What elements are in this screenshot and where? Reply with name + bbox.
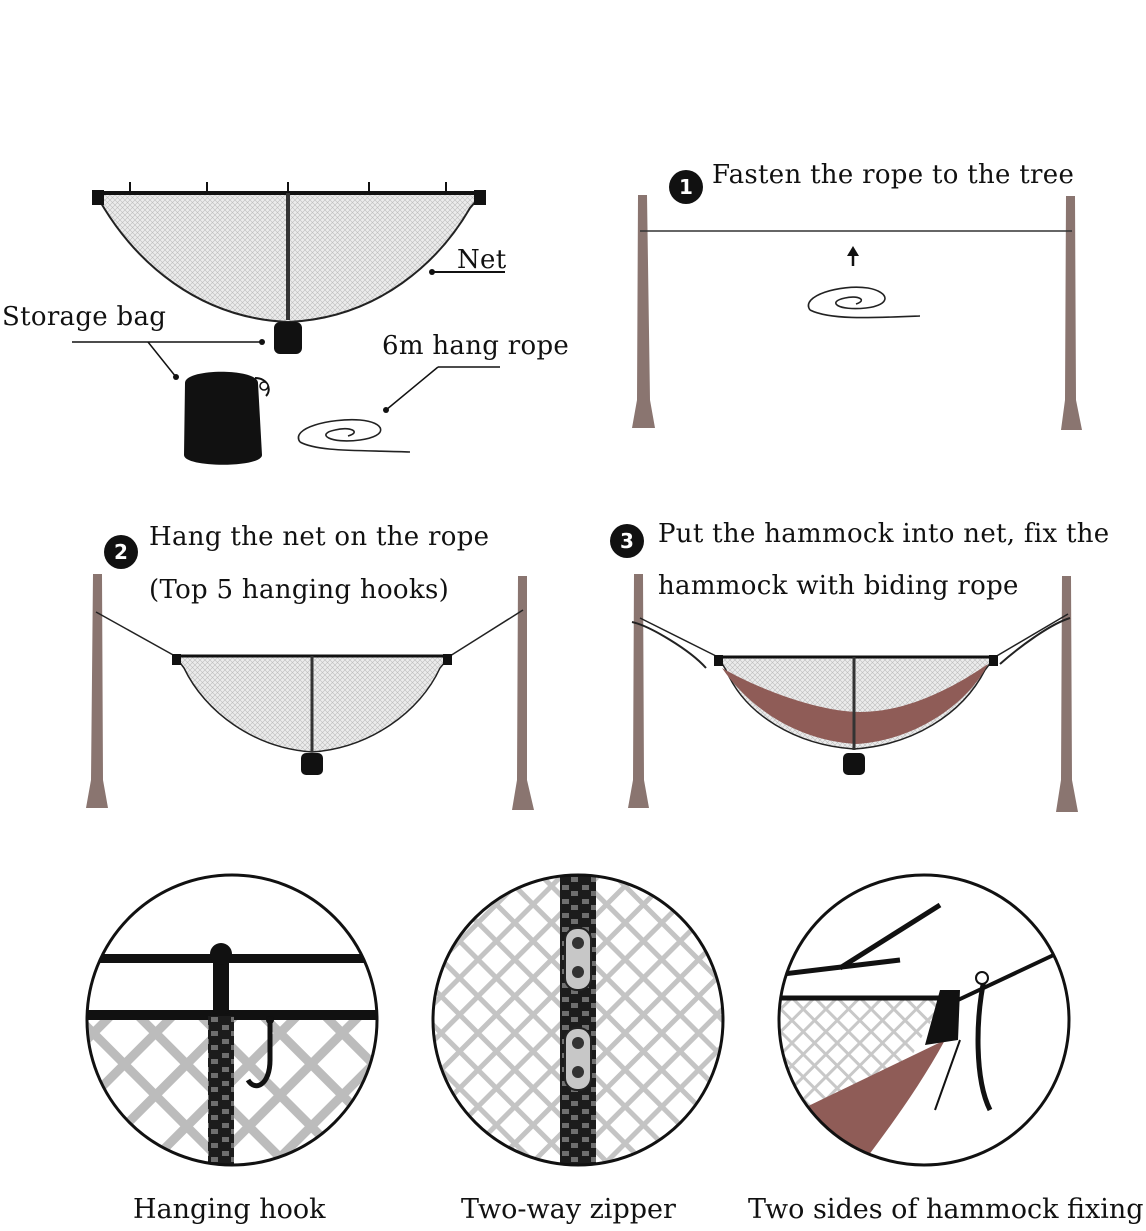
step3-trees [628,574,1078,812]
step2-text-line2: (Top 5 hanging hooks) [149,575,450,605]
storage-bag-label: Storage bag [2,302,167,332]
step3-text-line1: Put the hammock into net, fix the [658,519,1110,549]
net-label: Net [457,245,507,275]
rope-label: 6m hang rope [382,331,570,361]
step3-hammock-figure [631,613,1071,775]
step1-up-arrow [847,246,859,266]
caption-hammock-fixing: Two sides of hammock fixing [748,1194,1144,1225]
rope-leader-line [383,366,500,413]
step3-text-line2: hammock with biding rope [658,571,1019,601]
rope-coil-figure [297,418,411,453]
detail-hammock-fixing [777,873,1071,1167]
caption-hanging-hook: Hanging hook [133,1194,326,1225]
step3-number-badge: 3 [610,524,644,558]
step1-trees [632,195,1082,430]
detail-two-way-zipper [431,873,725,1167]
storage-bag-leader-lines [72,339,265,380]
overview-net-figure [92,182,486,354]
caption-two-way-zipper: Two-way zipper [461,1194,676,1225]
step2-trees [86,574,534,810]
step2-net-figure [95,609,524,775]
step1-number-badge: 1 [669,170,703,204]
step1-rope-coil [807,286,921,319]
step1-text: Fasten the rope to the tree [712,160,1075,190]
step2-number-badge: 2 [104,535,138,569]
storage-bag-figure [184,371,270,465]
net-leader-line [429,269,505,275]
detail-hanging-hook [85,873,379,1167]
step2-text-line1: Hang the net on the rope [149,522,490,552]
